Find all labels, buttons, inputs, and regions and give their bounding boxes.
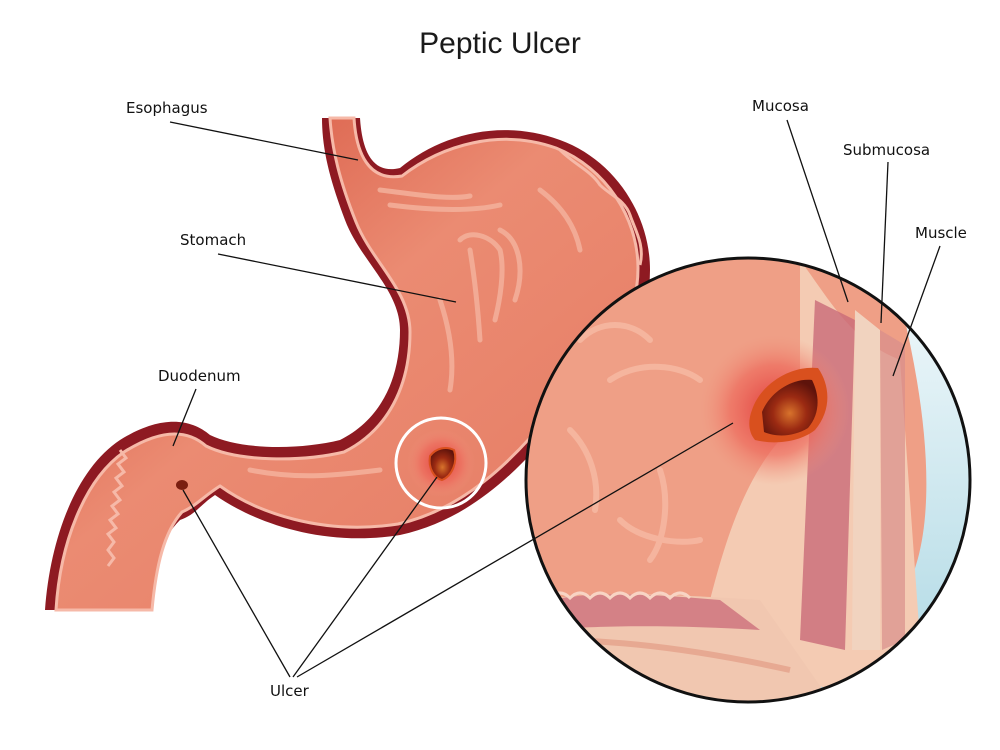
leader-lines [169, 119, 941, 678]
label-duodenum: Duodenum [158, 367, 241, 385]
magnified-view [524, 256, 972, 704]
label-esophagus: Esophagus [126, 99, 208, 117]
stomach-illustration [45, 116, 650, 612]
label-stomach: Stomach [180, 231, 247, 249]
label-mucosa: Mucosa [752, 97, 809, 115]
diagram-title: Peptic Ulcer [419, 27, 581, 60]
duodenal-ulcer [176, 480, 188, 490]
label-submucosa: Submucosa [843, 141, 931, 159]
label-muscle: Muscle [915, 224, 967, 242]
gastric-ulcer [428, 447, 457, 482]
label-ulcer: Ulcer [270, 682, 309, 700]
ulcer-highlight-ring [394, 416, 488, 510]
